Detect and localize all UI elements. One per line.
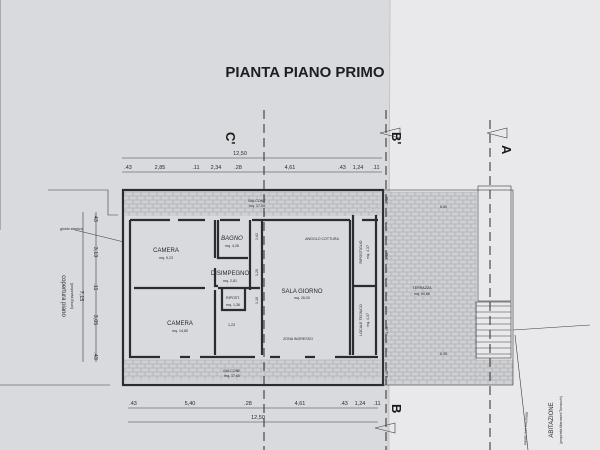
room-disimpegno: DISIMPEGNO	[211, 271, 250, 277]
room-camera-1: CAMERA	[153, 248, 179, 254]
balcone-top-area: mq. 17,50	[249, 204, 265, 208]
giunto-label: giunto sismico	[60, 227, 83, 231]
dim-bottom-part: 1,24	[355, 401, 366, 407]
paving-lines	[124, 359, 381, 380]
adjacent-roof-outline	[48, 189, 118, 216]
copertura-owner-label: (proprietà Bruni)	[70, 283, 74, 309]
dim-bottom-part: .43	[340, 401, 348, 407]
parete-label: parete non finestrata	[523, 412, 529, 445]
room-walls	[128, 215, 378, 359]
dim-left-part: .11	[92, 283, 98, 290]
room-locale-tecnico: LOCALE TECNICO	[359, 304, 363, 335]
dim-bottom-part: 4,61	[295, 401, 306, 407]
svg-text:6,95: 6,95	[440, 352, 447, 356]
room-zona-ingresso: ZONA INGRESSO	[283, 337, 313, 341]
inner-dimensions: 1,62 1,20 1,10 1,23 3,41 3,41 1,40 1,40 …	[228, 197, 447, 378]
stairs	[475, 185, 512, 359]
room-ripost-area: mq. 1,36	[226, 303, 240, 307]
dim-top-part: 4,61	[285, 165, 296, 171]
terrazza: TERRAZZA	[413, 286, 433, 290]
room-labels: CAMERA mq. 9,23 BAGNO mq. 4,26 DISIMPEGN…	[153, 199, 432, 378]
dim-top-part: .11	[372, 165, 379, 171]
dim-bottom-total: 12,50	[251, 415, 265, 421]
room-bagno-area: mq. 4,26	[225, 244, 239, 248]
paving-lines	[382, 191, 477, 384]
room-ripostiglio-area: mq. 4,37	[366, 245, 370, 259]
room-sala-giorno: SALA GIORNO	[281, 289, 322, 295]
room-camera-2: CAMERA	[167, 321, 193, 327]
dim-top-part: .11	[192, 165, 199, 171]
dim-bottom-part: .43	[129, 401, 137, 407]
copertura-label: copertura piano	[60, 275, 66, 317]
dim-top-part: .28	[234, 165, 242, 171]
section-marker-b-top: B'	[389, 132, 404, 144]
section-marker-c: C'	[223, 132, 238, 144]
svg-text:6,45: 6,45	[440, 205, 447, 209]
paving-lines	[124, 191, 381, 216]
room-bagno: BAGNO	[221, 236, 243, 242]
dim-left-part: 3,05	[92, 315, 98, 326]
dim-left-total: 7,15	[78, 291, 84, 302]
svg-text:1,23: 1,23	[228, 323, 235, 327]
room-disimpegno-area: mq. 2,81	[223, 279, 237, 283]
dim-top-part: 2,34	[211, 165, 222, 171]
section-marker-a: A	[499, 145, 514, 155]
svg-text:3,41: 3,41	[385, 253, 389, 260]
dim-top-part: .43	[338, 165, 346, 171]
terrazza-area: mq. 60,66	[414, 292, 430, 296]
abitazione-owner-label: (proprietà Marrasini/Torracchi)	[559, 396, 563, 444]
room-camera-2-area: mq. 14,80	[172, 329, 188, 333]
paving-lines	[475, 359, 513, 384]
section-arrows	[374, 127, 508, 434]
dim-top-part: .43	[124, 165, 132, 171]
svg-text:3,41: 3,41	[385, 327, 389, 334]
paving-hatch	[124, 191, 513, 385]
abitazione-label: ABITAZIONE	[549, 402, 555, 437]
room-sala-giorno-area: mq. 26,00	[294, 296, 310, 300]
dim-bottom-part: .28	[244, 401, 252, 407]
dim-top-total: 12,50	[233, 151, 247, 157]
balcone-bottom: BALCONE	[223, 369, 241, 373]
svg-text:1,62: 1,62	[255, 233, 259, 240]
dim-bottom-part: 5,40	[185, 401, 196, 407]
dim-left-part: 3,13	[92, 247, 98, 258]
svg-text:1,40: 1,40	[385, 197, 389, 204]
room-ripostiglio: RIPOSTIGLIO	[359, 240, 363, 263]
paving-area	[476, 360, 513, 385]
svg-text:1,40: 1,40	[385, 371, 389, 378]
terrace-outline	[382, 189, 514, 386]
dim-left-part: .43	[92, 352, 98, 360]
room-ripost: RIPOST.	[226, 296, 240, 300]
adjacent-outline	[0, 0, 110, 386]
neighbor-outline	[512, 324, 591, 450]
plan-title: PIANTA PIANO PRIMO	[225, 64, 385, 81]
room-locale-tecnico-area: mq. 4,37	[366, 313, 370, 327]
dim-bottom-part: .11	[373, 401, 380, 407]
svg-text:1,10: 1,10	[255, 297, 259, 304]
dim-top-part: 2,85	[155, 165, 166, 171]
giunto-leader	[74, 229, 125, 243]
dim-left-part: .43	[92, 214, 98, 222]
dim-top-part: 1,24	[353, 165, 364, 171]
svg-text:1,20: 1,20	[255, 269, 259, 276]
room-camera-1-area: mq. 9,23	[159, 256, 173, 260]
balcone-top: BALCONE	[248, 199, 266, 203]
section-marker-b-bottom: B	[389, 404, 404, 413]
balcone-bottom-area: mq. 17,60	[224, 374, 240, 378]
room-angolo-cottura: ANGOLO COTTURA	[305, 237, 339, 241]
